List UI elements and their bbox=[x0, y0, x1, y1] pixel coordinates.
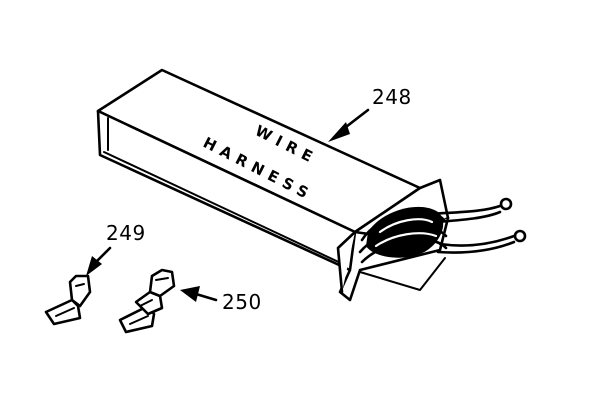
callout-248: 248 bbox=[328, 85, 412, 142]
terminal-250-sleeve bbox=[134, 290, 164, 316]
coil-loop bbox=[358, 225, 448, 254]
wire-lead-upper-2 bbox=[434, 210, 502, 224]
arrow-head-icon bbox=[86, 256, 102, 276]
box-edge-line bbox=[103, 151, 346, 266]
terminal-250 bbox=[118, 268, 176, 334]
terminal-250-detail bbox=[129, 277, 169, 325]
callout-249: 249 bbox=[86, 221, 146, 276]
callout-arrow-249 bbox=[94, 246, 112, 264]
callout-label-248: 248 bbox=[372, 85, 412, 109]
arrow-head-icon bbox=[180, 286, 200, 302]
wire-harness-box bbox=[96, 68, 450, 302]
wire-coil bbox=[358, 197, 527, 264]
coil-highlight bbox=[378, 218, 434, 234]
wire-lead-lower bbox=[438, 234, 516, 247]
ring-terminal-lower bbox=[513, 229, 527, 243]
wire-lead-upper bbox=[428, 204, 502, 216]
box-bottom-flap bbox=[336, 230, 357, 294]
terminal-250-crimp bbox=[148, 268, 176, 298]
box-flap-crease bbox=[359, 257, 446, 291]
terminal-249-detail bbox=[55, 283, 85, 317]
callout-arrow-250 bbox=[194, 292, 218, 302]
arrow-head-icon bbox=[328, 122, 350, 142]
ring-terminal-upper bbox=[499, 197, 513, 211]
callout-250: 250 bbox=[180, 286, 262, 314]
terminal-249 bbox=[44, 274, 92, 326]
terminal-249-crimp bbox=[68, 274, 92, 308]
callout-label-249: 249 bbox=[106, 221, 146, 245]
callout-label-250: 250 bbox=[222, 290, 262, 314]
coil-highlight bbox=[374, 232, 438, 248]
wire-lead-lower-2 bbox=[436, 240, 516, 254]
coil-loop bbox=[360, 210, 446, 242]
